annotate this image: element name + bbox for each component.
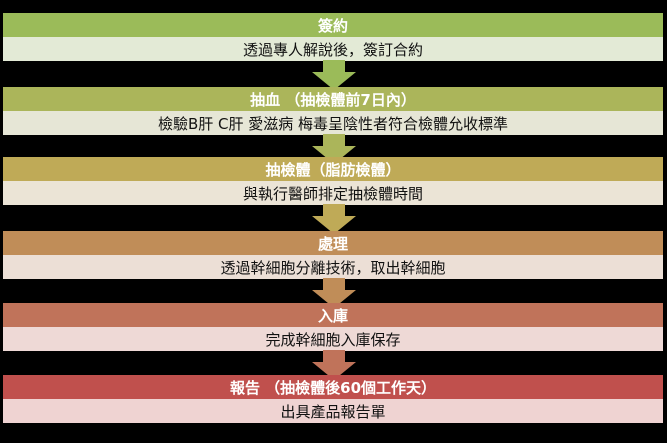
- step-6-description: 出具產品報告單: [3, 399, 663, 423]
- step-1-description: 透過專人解說後，簽訂合約: [3, 37, 663, 61]
- step-1-header: 簽約: [3, 13, 663, 37]
- arrow-4-shape: [312, 278, 356, 308]
- arrow-2-shape: [312, 134, 356, 164]
- arrow-down-icon: [312, 204, 356, 234]
- step-2-description: 檢驗B肝 C肝 愛滋病 梅毒呈陰性者符合檢體允收標準: [3, 111, 663, 135]
- step-5-header: 入庫: [3, 303, 663, 327]
- arrow-down-icon: [312, 134, 356, 164]
- step-4-header: 處理: [3, 231, 663, 255]
- arrow-down-icon: [312, 278, 356, 308]
- step-2-header: 抽血 （抽檢體前7日內）: [3, 87, 663, 111]
- step-3-description: 與執行醫師排定抽檢體時間: [3, 181, 663, 205]
- step-6-header: 報告 （抽檢體後60個工作天）: [3, 375, 663, 399]
- arrow-down-icon: [312, 350, 356, 380]
- arrow-down-icon: [312, 60, 356, 90]
- arrow-1-shape: [312, 60, 356, 90]
- arrow-3-shape: [312, 204, 356, 234]
- step-3-header: 抽檢體（脂肪檢體）: [3, 157, 663, 181]
- step-5-description: 完成幹細胞入庫保存: [3, 327, 663, 351]
- step-4-description: 透過幹細胞分離技術，取出幹細胞: [3, 255, 663, 279]
- arrow-5-shape: [312, 350, 356, 380]
